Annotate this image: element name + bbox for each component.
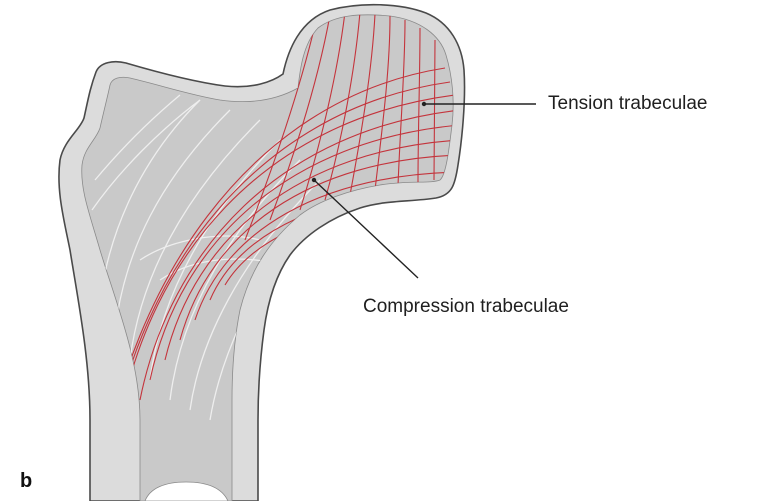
tension-leader-dot — [422, 102, 426, 106]
compression-leader-dot — [312, 178, 316, 182]
panel-letter: b — [20, 470, 32, 493]
tension-trabeculae-label: Tension trabeculae — [548, 93, 708, 115]
compression-trabeculae-label: Compression trabeculae — [363, 296, 569, 318]
